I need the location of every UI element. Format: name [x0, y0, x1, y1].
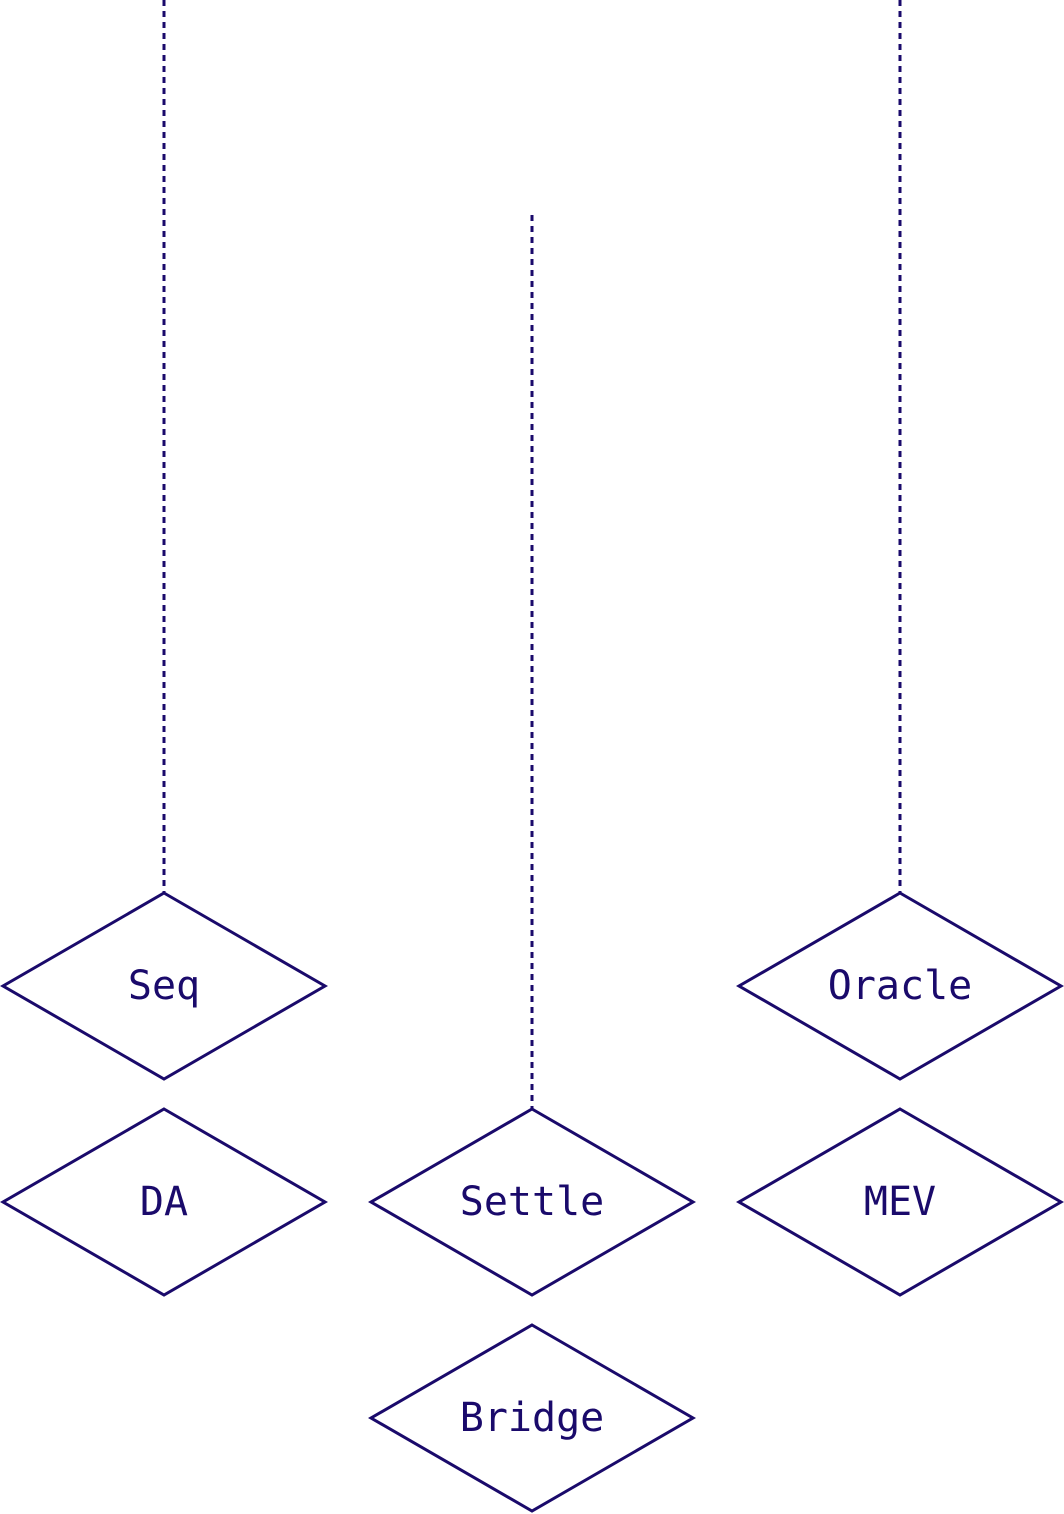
node-mev: MEV	[736, 1107, 1064, 1297]
node-da: DA	[0, 1107, 328, 1297]
diamond-shape	[0, 891, 328, 1081]
node-oracle: Oracle	[736, 891, 1064, 1081]
node-label: Bridge	[460, 1395, 605, 1441]
diamond-shape	[736, 1107, 1064, 1297]
node-bridge: Bridge	[368, 1323, 696, 1513]
node-settle: Settle	[368, 1107, 696, 1297]
diamond-shape	[368, 1323, 696, 1513]
diamond-shape	[368, 1107, 696, 1297]
node-label: Seq	[128, 963, 200, 1009]
node-seq: Seq	[0, 891, 328, 1081]
node-label: Settle	[460, 1179, 605, 1225]
diamond-shape	[0, 1107, 328, 1297]
diamond-shape	[736, 891, 1064, 1081]
node-label: Oracle	[828, 963, 973, 1009]
node-label: MEV	[864, 1179, 936, 1225]
node-label: DA	[140, 1179, 188, 1225]
